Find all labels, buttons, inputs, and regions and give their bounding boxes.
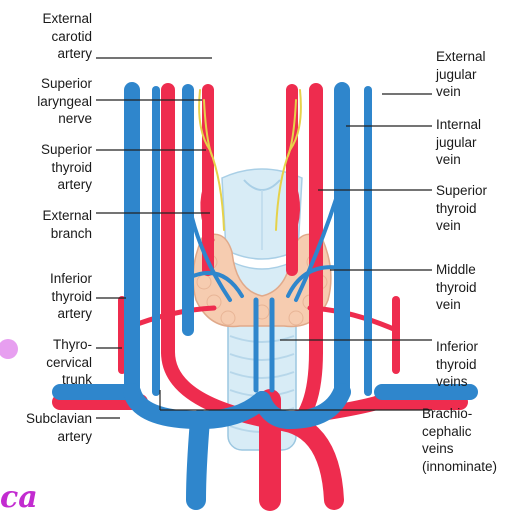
label-superior-laryngeal-nerve: Superior laryngeal nerve [37, 76, 92, 126]
label-external-jugular-vein: External jugular vein [436, 49, 486, 99]
label-inferior-thyroid-veins: Inferior thyroid veins [436, 339, 479, 389]
label-external-carotid-artery: External carotid artery [42, 11, 92, 61]
leader-lines [96, 57, 432, 419]
label-thyrocervical-trunk: Thyro- cervical trunk [46, 337, 92, 387]
label-brachiocephalic-veins: Brachio- cephalic veins (innominate) [422, 406, 498, 474]
label-subclavian-artery: Subclavian artery [25, 411, 92, 444]
label-external-branch: External branch [42, 208, 92, 241]
superior-laryngeal-nerves [198, 89, 302, 231]
label-superior-thyroid-artery: Superior thyroid artery [40, 142, 92, 192]
label-middle-thyroid-vein: Middle thyroid vein [436, 262, 477, 312]
watermark: ca [0, 480, 38, 515]
label-superior-thyroid-vein: Superior thyroid vein [436, 183, 488, 233]
veins [52, 82, 478, 510]
label-inferior-thyroid-artery: Inferior thyroid artery [49, 271, 92, 321]
label-internal-jugular-vein: Internal jugular vein [436, 117, 482, 167]
decorative-dot [0, 339, 18, 359]
